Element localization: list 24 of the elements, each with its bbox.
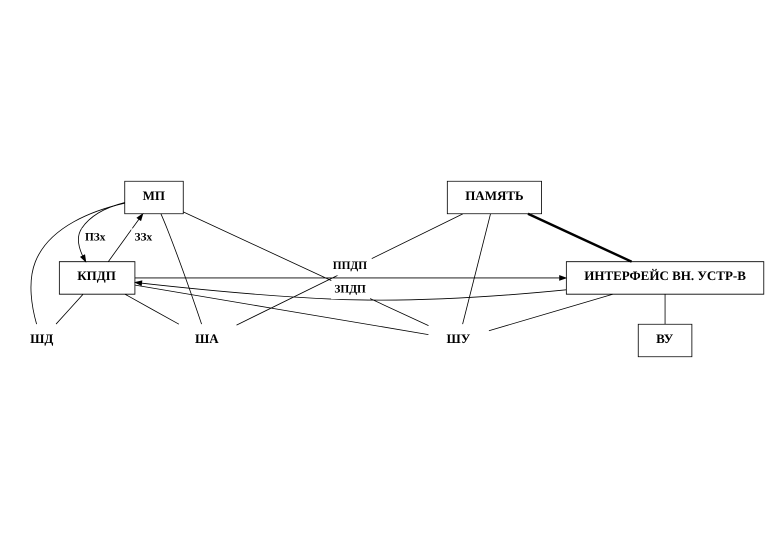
connector (30, 202, 125, 324)
node-text: ШУ (446, 330, 470, 346)
arrow (78, 202, 126, 262)
node-box: МП (124, 180, 184, 214)
edge-label: ЗЗх (134, 230, 152, 243)
connector (664, 294, 666, 324)
connector (527, 212, 632, 262)
arrow (108, 212, 144, 262)
node-box: ВУ (638, 323, 692, 357)
node-text: ШД (30, 330, 54, 346)
edge-label: ЗПДП (334, 282, 366, 295)
connector (134, 284, 429, 334)
arrow (134, 274, 568, 280)
edge-label: ППДП (332, 259, 368, 272)
connector (462, 213, 491, 324)
node-box: ИНТЕРФЕЙС ВН. УСТР-В (566, 260, 764, 294)
node-text: ША (195, 330, 219, 346)
edge-label: ПЗх (84, 230, 106, 243)
connector (124, 293, 180, 324)
connector (488, 293, 614, 331)
connector (160, 212, 202, 324)
connector (56, 294, 84, 324)
node-box: ПАМЯТЬ (446, 180, 542, 214)
node-box: КПДП (58, 260, 136, 294)
